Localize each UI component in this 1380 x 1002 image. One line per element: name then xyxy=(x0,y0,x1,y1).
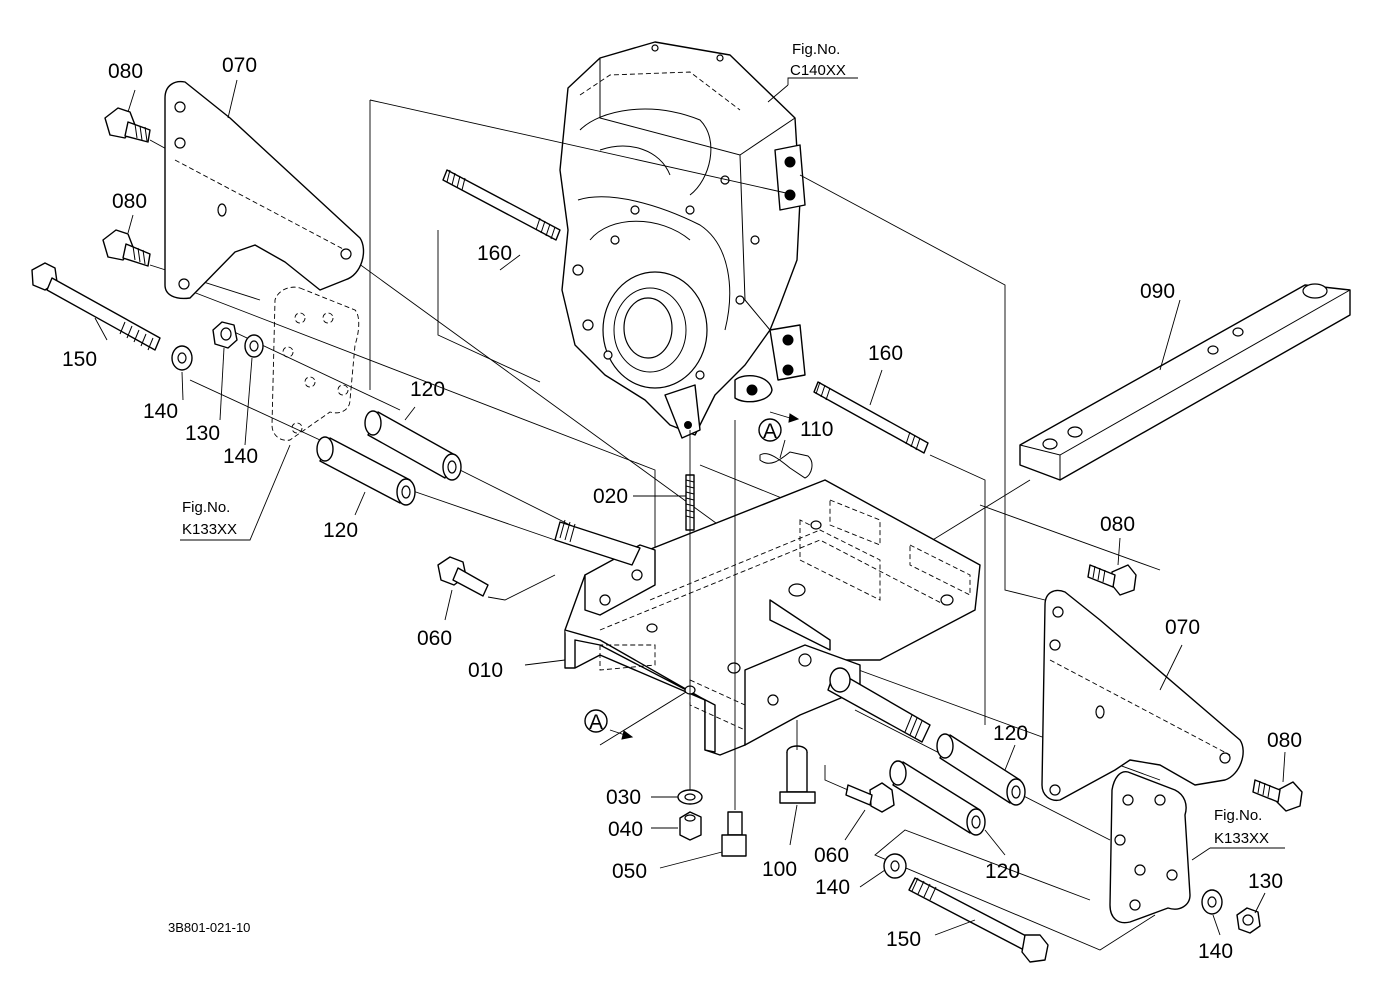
callout-150-bottom: 150 xyxy=(886,928,921,951)
svg-text:C140XX: C140XX xyxy=(790,62,846,79)
collar-120-d xyxy=(889,760,986,836)
bolt-150-bottom xyxy=(908,877,1049,963)
callout-160-right: 160 xyxy=(868,342,903,365)
view-marker-letter-bottom: A xyxy=(589,711,603,734)
callout-100: 100 xyxy=(762,858,797,881)
callout-120-b: 120 xyxy=(323,519,358,542)
nut-130-right xyxy=(1236,907,1261,934)
bolt-020 xyxy=(685,430,695,790)
callout-040: 040 xyxy=(608,818,643,841)
callout-150-left: 150 xyxy=(62,348,97,371)
svg-text:Fig.No.: Fig.No. xyxy=(1214,807,1262,824)
callout-120-d: 120 xyxy=(985,860,1020,883)
view-marker-letter-top: A xyxy=(763,420,777,443)
callout-020: 020 xyxy=(593,485,628,508)
washer-140-bottom xyxy=(883,853,907,879)
bolt-080-mid xyxy=(102,229,151,267)
callout-080-mid: 080 xyxy=(112,190,147,213)
collar-120-c xyxy=(936,733,1026,806)
callout-030: 030 xyxy=(606,786,641,809)
callout-080-right-bottom: 080 xyxy=(1267,729,1302,752)
callout-090: 090 xyxy=(1140,280,1175,303)
callout-080-top: 080 xyxy=(108,60,143,83)
bolt-080-right-top xyxy=(1087,564,1137,596)
bracket-070-right xyxy=(1041,589,1244,802)
callout-070-left: 070 xyxy=(222,54,257,77)
callout-140-b: 140 xyxy=(223,445,258,468)
bolt-060-left xyxy=(437,556,556,601)
callout-labels: 070 080 080 150 140 130 140 120 120 160 … xyxy=(62,54,1302,963)
bolt-060-bottom xyxy=(824,765,895,813)
frame-010 xyxy=(554,479,981,756)
callout-010: 010 xyxy=(468,659,503,682)
bracket-070-left xyxy=(164,80,365,300)
bolt-150-left xyxy=(31,262,161,351)
figure-ref-transmission: Fig.No. C140XX xyxy=(790,41,846,79)
collar-120-b xyxy=(316,436,416,506)
washer-140-left-2 xyxy=(244,334,264,358)
svg-text:Fig.No.: Fig.No. xyxy=(182,499,230,516)
svg-text:K133XX: K133XX xyxy=(182,521,237,538)
callout-110: 110 xyxy=(800,418,833,441)
transmission-case xyxy=(559,41,806,439)
nut-130-left xyxy=(212,321,238,349)
plate-k133xx-right xyxy=(1109,771,1191,924)
stud-160-right xyxy=(813,381,929,454)
pin-100 xyxy=(779,720,816,804)
callout-130-left: 130 xyxy=(185,422,220,445)
callout-130-right: 130 xyxy=(1248,870,1283,893)
callout-140-c: 140 xyxy=(815,876,850,899)
bolt-050 xyxy=(721,420,747,857)
callout-050: 050 xyxy=(612,860,647,883)
bar-090 xyxy=(1019,283,1351,481)
washer-030 xyxy=(677,789,703,805)
collar-120-a xyxy=(364,410,462,481)
stud-160-top xyxy=(442,169,561,241)
washer-140-left xyxy=(171,345,193,371)
callout-080-right-top: 080 xyxy=(1100,513,1135,536)
callout-120-a: 120 xyxy=(410,378,445,401)
view-marker-top xyxy=(758,411,800,442)
washer-140-right xyxy=(1201,889,1223,915)
drawing-number: 3B801-021-10 xyxy=(168,920,250,935)
nut-040 xyxy=(679,811,702,841)
view-marker-bottom xyxy=(584,709,634,740)
callout-160-top: 160 xyxy=(477,242,512,265)
bolt-080-top xyxy=(104,107,151,143)
svg-text:Fig.No.: Fig.No. xyxy=(792,41,840,58)
svg-text:K133XX: K133XX xyxy=(1214,830,1269,847)
plate-k133xx-left xyxy=(271,286,360,441)
figure-ref-left: Fig.No. K133XX xyxy=(182,499,237,538)
callout-leaders xyxy=(94,77,1286,936)
callout-060-bottom: 060 xyxy=(814,844,849,867)
callout-060-left: 060 xyxy=(417,627,452,650)
callout-070-right: 070 xyxy=(1165,616,1200,639)
callout-120-c: 120 xyxy=(993,722,1028,745)
bolt-080-right-bottom xyxy=(1252,779,1303,812)
figure-ref-right: Fig.No. K133XX xyxy=(1214,807,1269,847)
callout-140-a: 140 xyxy=(143,400,178,423)
callout-140-d: 140 xyxy=(1198,940,1233,963)
clip-110 xyxy=(759,451,813,479)
